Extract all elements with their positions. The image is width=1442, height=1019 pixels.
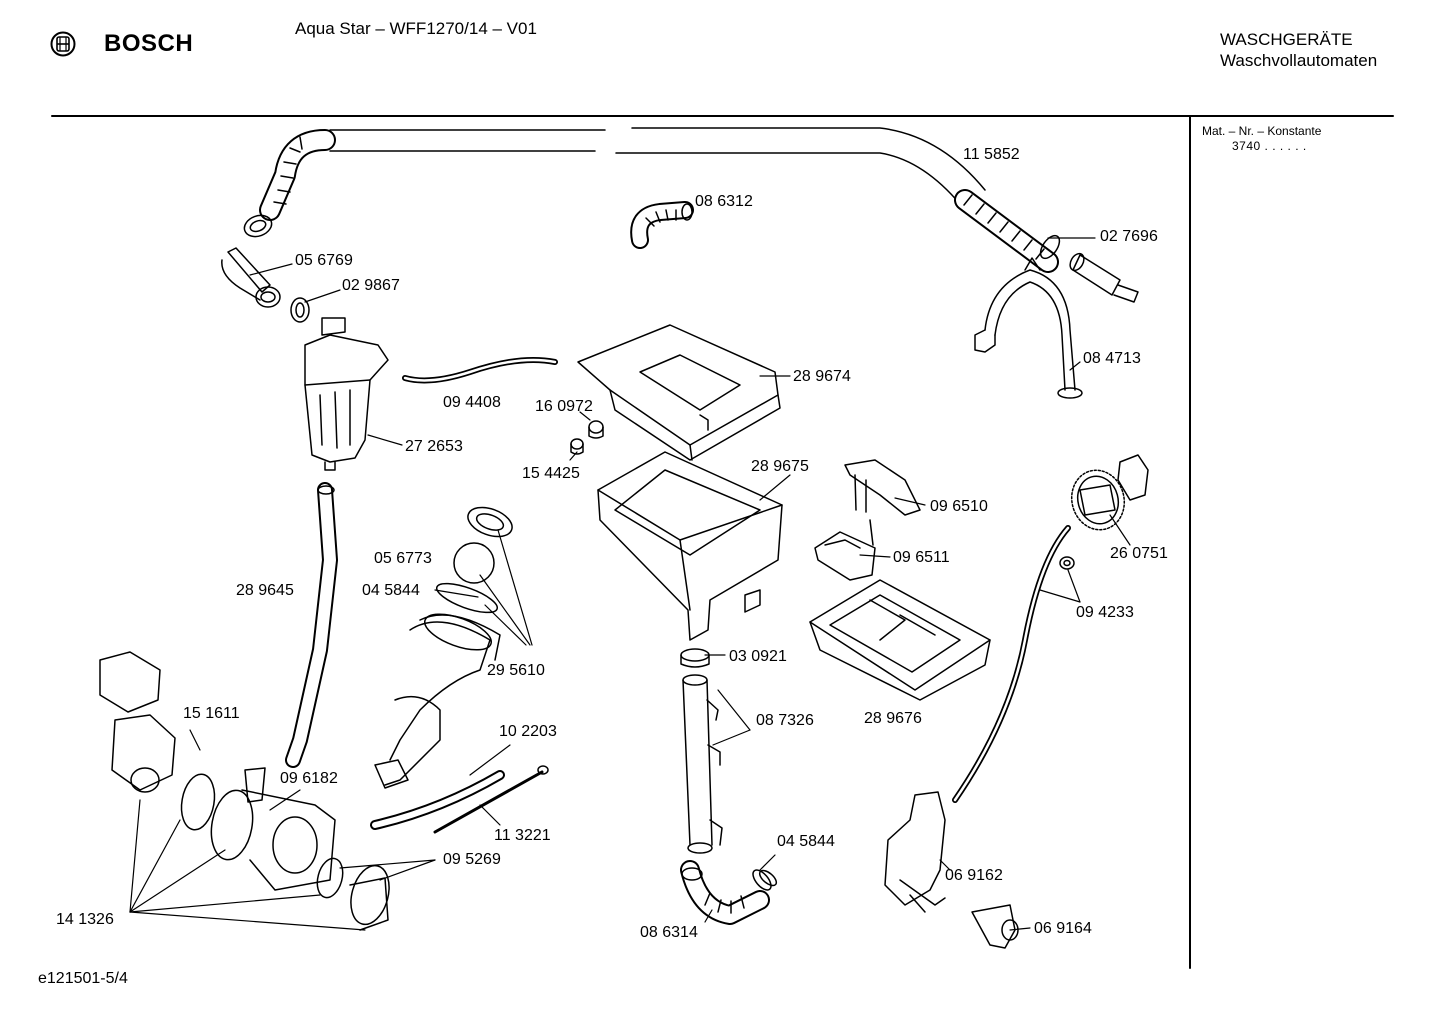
- top-frame-part: [577, 324, 781, 461]
- drain-hose-part: [630, 201, 694, 249]
- pump-hose-part: [680, 860, 772, 925]
- lever-part: [844, 459, 921, 516]
- vent-tank-part: [304, 317, 389, 471]
- subcategory-label: Waschvollautomaten: [1220, 51, 1378, 70]
- part-label-029867: 02 9867: [342, 277, 400, 294]
- mat-nr-label: Mat. – Nr. – Konstante: [1202, 124, 1322, 138]
- part-label-069162: 06 9162: [945, 867, 1003, 884]
- plug-part: [1069, 252, 1139, 303]
- leader-lines: [129, 237, 1131, 931]
- part-label-069164: 06 9164: [1034, 920, 1092, 937]
- part-label-289645: 28 9645: [236, 582, 294, 599]
- part-label-094408: 09 4408: [443, 394, 501, 411]
- part-label-087326: 08 7326: [756, 712, 814, 729]
- part-label-113221: 11 3221: [494, 827, 551, 844]
- part-label-272653: 27 2653: [405, 438, 463, 455]
- brand-name: BOSCH: [104, 30, 194, 57]
- mat-nr-value: 3740 . . . . . .: [1232, 139, 1307, 153]
- clamp-part: [758, 869, 778, 887]
- dispenser-housing-part: [597, 451, 783, 641]
- drawing-id: e121501-5/4: [38, 970, 128, 987]
- part-label-084713: 08 4713: [1083, 350, 1141, 367]
- part-label-295610: 29 5610: [487, 662, 545, 679]
- part-label-115852: 11 5852: [963, 146, 1020, 163]
- part-label-094233: 09 4233: [1076, 604, 1134, 621]
- part-label-289676: 28 9676: [864, 710, 922, 727]
- tube-part: [285, 482, 338, 768]
- seal-ring-part: [290, 297, 310, 323]
- category-label: WASCHGERÄTE: [1220, 30, 1353, 49]
- part-label-289675: 28 9675: [751, 458, 809, 475]
- thin-hose-part: [402, 356, 558, 384]
- part-label-096510: 09 6510: [930, 498, 988, 515]
- part-label-096511: 09 6511: [893, 549, 950, 566]
- part-label-141326: 14 1326: [56, 911, 114, 928]
- part-label-160972: 16 0972: [535, 398, 593, 415]
- valve-part: [814, 519, 876, 581]
- part-label-030921: 03 0921: [729, 648, 787, 665]
- pump-part: [99, 651, 390, 931]
- part-label-045844-bottom: 04 5844: [777, 833, 835, 850]
- fitting-part: [570, 420, 604, 455]
- part-label-056773: 05 6773: [374, 550, 432, 567]
- part-label-260751: 26 0751: [1110, 545, 1168, 562]
- part-label-045844-top: 04 5844: [362, 582, 420, 599]
- part-label-056769: 05 6769: [295, 252, 353, 269]
- part-label-096182: 09 6182: [280, 770, 338, 787]
- part-label-095269: 09 5269: [443, 851, 501, 868]
- part-label-086312: 08 6312: [695, 193, 753, 210]
- pressure-hose-part: [952, 525, 1075, 803]
- part-label-289674: 28 9674: [793, 368, 851, 385]
- elbow-hose-part: [221, 247, 281, 308]
- part-label-027696: 02 7696: [1100, 228, 1158, 245]
- part-label-154425: 15 4425: [522, 465, 580, 482]
- bracket-part: [974, 257, 1083, 399]
- knob-part: [971, 904, 1019, 949]
- part-label-151611: 15 1611: [183, 705, 240, 722]
- supply-hose-part: [243, 127, 1061, 273]
- riser-tube-part: [680, 648, 723, 854]
- part-label-086314: 08 6314: [640, 924, 698, 941]
- page-title: Aqua Star – WFF1270/14 – V01: [295, 19, 537, 38]
- detergent-drawer-part: [809, 579, 991, 701]
- bosch-logo-icon: [50, 31, 76, 57]
- pressure-switch-part: [1070, 454, 1149, 531]
- gasket-group-part: [374, 506, 513, 789]
- housing-clip-part: [884, 791, 946, 913]
- part-label-102203: 10 2203: [499, 723, 557, 740]
- rod-part: [433, 770, 544, 834]
